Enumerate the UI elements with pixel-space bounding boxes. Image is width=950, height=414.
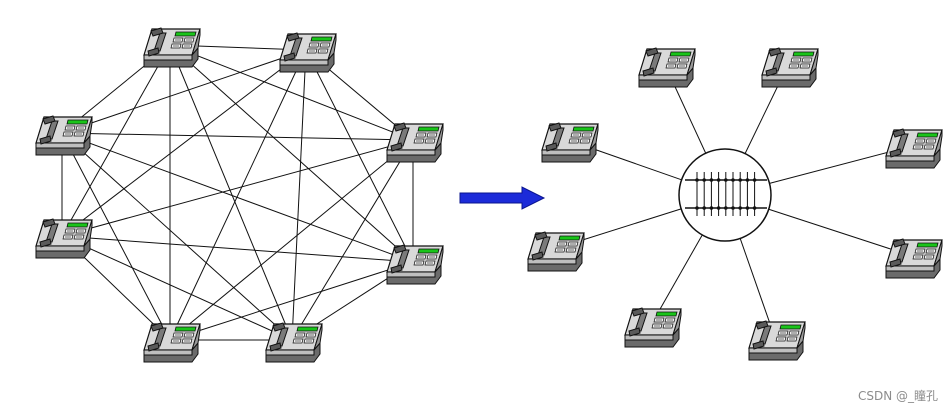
star-link bbox=[768, 208, 913, 257]
star-phone-icon bbox=[541, 122, 599, 163]
mesh-phone-icon bbox=[279, 32, 337, 73]
mesh-link bbox=[305, 49, 414, 263]
left-network-phones bbox=[35, 27, 444, 363]
switch-node bbox=[709, 178, 714, 182]
mesh-phone-icon bbox=[35, 115, 93, 156]
switch-node bbox=[695, 206, 699, 210]
mesh-link bbox=[61, 139, 414, 237]
mesh-phone-icon bbox=[386, 122, 444, 163]
transition-arrow bbox=[459, 186, 546, 210]
mesh-link bbox=[169, 261, 414, 341]
mesh-connections bbox=[61, 44, 414, 341]
switch-node bbox=[752, 206, 757, 210]
switch-node bbox=[716, 206, 721, 210]
mesh-link bbox=[169, 44, 414, 141]
switch-node bbox=[745, 206, 750, 210]
switch-node bbox=[752, 178, 757, 182]
star-phone-icon bbox=[527, 231, 585, 272]
mesh-link bbox=[61, 235, 414, 263]
mesh-link bbox=[61, 132, 414, 141]
switch-node bbox=[738, 206, 742, 210]
switch-node bbox=[745, 178, 750, 182]
switch-node bbox=[731, 178, 735, 182]
mesh-phone-icon bbox=[265, 322, 323, 363]
mesh-link bbox=[61, 132, 171, 341]
mesh-link bbox=[291, 49, 307, 341]
switch-node bbox=[702, 206, 706, 210]
mesh-phone-icon bbox=[35, 218, 93, 259]
watermark-text: CSDN @_瞳孔 bbox=[857, 389, 938, 403]
switch-node bbox=[724, 178, 728, 182]
switch-node bbox=[738, 178, 742, 182]
star-phone-icon bbox=[885, 128, 943, 169]
star-phone-icon bbox=[761, 47, 819, 88]
star-phone-icon bbox=[638, 47, 696, 88]
star-phone-icon bbox=[748, 320, 806, 361]
mesh-phone-icon bbox=[143, 27, 201, 68]
mesh-link bbox=[61, 44, 171, 237]
star-phone-icon bbox=[624, 307, 682, 348]
mesh-link bbox=[169, 44, 414, 263]
mesh-link bbox=[169, 44, 293, 341]
switch-node bbox=[716, 178, 721, 182]
switch-node bbox=[695, 178, 699, 182]
mesh-link bbox=[61, 235, 293, 341]
mesh-link bbox=[169, 139, 414, 341]
switch-node bbox=[731, 206, 735, 210]
switch-node bbox=[724, 206, 728, 210]
mesh-link bbox=[61, 132, 293, 341]
mesh-link bbox=[61, 49, 307, 134]
mesh-link bbox=[169, 49, 307, 341]
mesh-phone-icon bbox=[143, 322, 201, 363]
star-phone-icon bbox=[885, 238, 943, 279]
mesh-link bbox=[61, 49, 307, 237]
mesh-link bbox=[61, 132, 414, 263]
switch-hub bbox=[678, 148, 772, 242]
switch-node bbox=[709, 206, 714, 210]
mesh-phone-icon bbox=[386, 244, 444, 285]
switch-node bbox=[702, 178, 706, 182]
